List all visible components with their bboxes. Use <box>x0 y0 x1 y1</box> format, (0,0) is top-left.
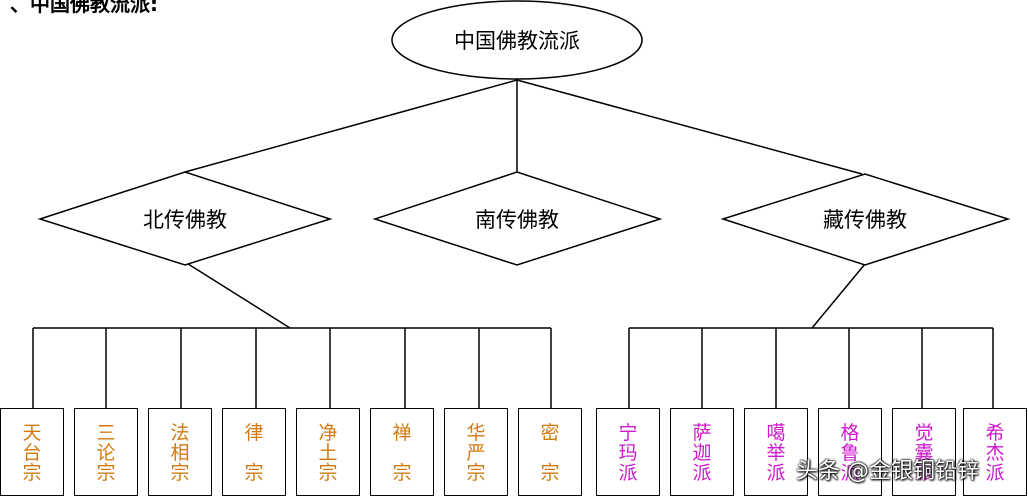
branch-tibet-label: 藏传佛教 <box>823 208 907 232</box>
north-school-box: 密 宗 <box>518 408 582 496</box>
tibet-school-label: 萨 迦 派 <box>692 422 712 484</box>
root-label: 中国佛教流派 <box>454 29 580 53</box>
north-school-label: 密 宗 <box>540 422 560 484</box>
tibet-school-box: 希 杰 派 <box>963 408 1027 496</box>
root-to-tibet-line <box>516 79 863 175</box>
connector-lines <box>32 79 994 408</box>
north-school-label: 天 台 宗 <box>22 422 42 484</box>
tibet-to-bracket-line <box>811 263 866 329</box>
root-node <box>391 0 643 80</box>
north-school-label: 三 论 宗 <box>96 422 116 484</box>
north-school-label: 禅 宗 <box>392 422 412 484</box>
north-school-label: 净 土 宗 <box>318 422 338 484</box>
branch-north-label: 北传佛教 <box>143 208 227 232</box>
tibet-school-box: 宁 玛 派 <box>596 408 660 496</box>
north-to-bracket-line <box>184 261 291 329</box>
watermark: 头条 @金银铜铅锌 <box>796 459 979 484</box>
north-school-label: 律 宗 <box>244 422 264 484</box>
branch-south-node <box>372 171 663 266</box>
north-school-label: 华 严 宗 <box>466 422 486 484</box>
tibet-school-box: 萨 迦 派 <box>670 408 734 496</box>
tibet-school-label: 噶 举 派 <box>766 422 786 484</box>
tibet-school-label: 宁 玛 派 <box>618 422 638 484</box>
root-to-north-line <box>184 79 518 173</box>
north-school-box: 华 严 宗 <box>444 408 508 496</box>
branch-south-label: 南传佛教 <box>475 208 559 232</box>
page-heading: 、中国佛教流派: <box>10 0 158 16</box>
branch-north-node <box>37 171 333 266</box>
tibet-school-label: 格 鲁 派 <box>840 422 860 484</box>
tibet-school-box: 噶 举 派 <box>744 408 808 496</box>
north-school-box: 天 台 宗 <box>0 408 64 496</box>
north-school-box: 禅 宗 <box>370 408 434 496</box>
branch-tibet-node <box>720 173 1011 266</box>
north-school-label: 法 相 宗 <box>170 422 190 484</box>
tibet-school-box: 觉 囊 派 <box>892 408 956 496</box>
north-school-box: 律 宗 <box>222 408 286 496</box>
tibet-school-box: 格 鲁 派 <box>818 408 882 496</box>
tibet-school-label: 希 杰 派 <box>985 422 1005 484</box>
tibet-school-label: 觉 囊 派 <box>914 422 934 484</box>
north-school-box: 法 相 宗 <box>148 408 212 496</box>
north-school-box: 三 论 宗 <box>74 408 138 496</box>
north-school-box: 净 土 宗 <box>296 408 360 496</box>
